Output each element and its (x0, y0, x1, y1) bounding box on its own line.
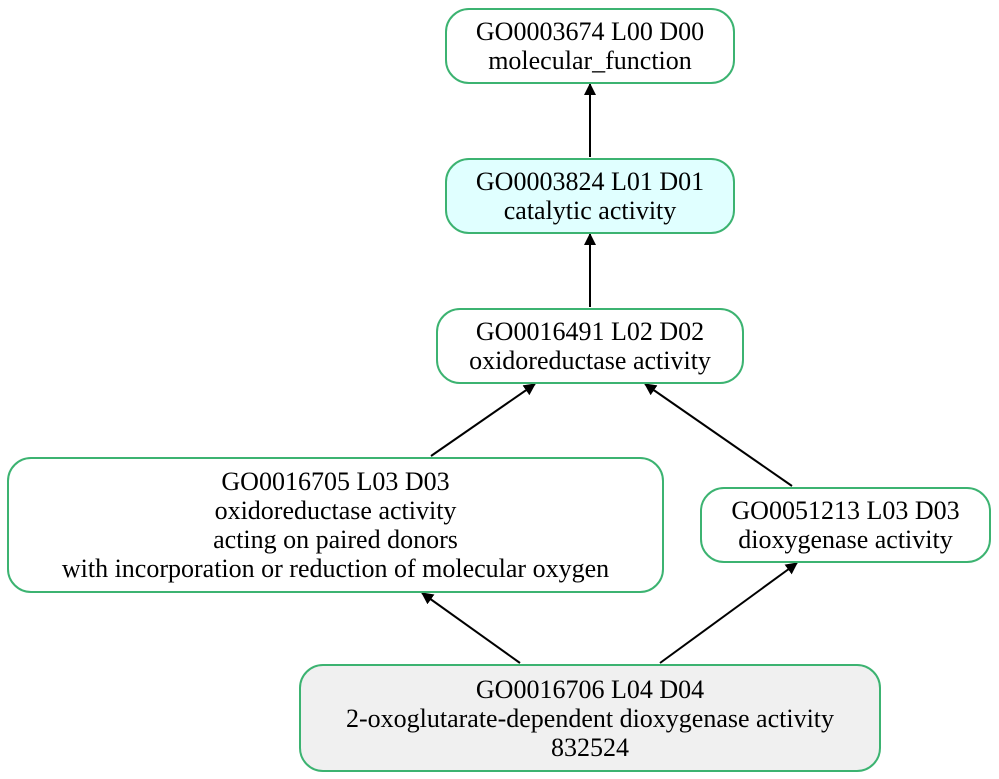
node-term-name: dioxygenase activity (738, 525, 953, 554)
node-term-name-line-3: with incorporation or reduction of molec… (61, 554, 610, 583)
node-oxidoreductase-activity: GO0016491 L02 D02 oxidoreductase activit… (436, 308, 744, 384)
node-id-line: GO0051213 L03 D03 (731, 496, 960, 525)
node-catalytic-activity: GO0003824 L01 D01 catalytic activity (445, 158, 735, 234)
node-id-line: GO0003824 L01 D01 (475, 167, 705, 196)
node-id-line: GO0003674 L00 D00 (475, 17, 705, 46)
node-paired-donors-oxidoreductase: GO0016705 L03 D03 oxidoreductase activit… (7, 457, 664, 593)
node-id-line: GO0016491 L02 D02 (475, 317, 705, 346)
node-2og-dependent-dioxygenase: GO0016706 L04 D04 2-oxoglutarate-depende… (299, 664, 881, 772)
node-molecular-function: GO0003674 L00 D00 molecular_function (445, 8, 735, 84)
edge-2og-to-paired-donors (421, 592, 521, 664)
edge-dioxygenase-to-oxidoreductase (644, 383, 793, 487)
node-term-name-line-1: oxidoreductase activity (214, 496, 457, 525)
node-dioxygenase-activity: GO0051213 L03 D03 dioxygenase activity (700, 487, 991, 563)
node-term-name: catalytic activity (503, 196, 677, 225)
node-id-line: GO0016706 L04 D04 (475, 674, 705, 704)
edge-2og-to-dioxygenase (659, 562, 798, 664)
edge-paired-donors-to-oxidoreductase (430, 383, 536, 457)
node-term-name: 2-oxoglutarate-dependent dioxygenase act… (345, 703, 835, 733)
node-count: 832524 (551, 732, 629, 762)
node-id-line: GO0016705 L03 D03 (221, 467, 450, 496)
node-term-name-line-2: acting on paired donors (213, 525, 458, 554)
node-term-name: oxidoreductase activity (469, 346, 711, 375)
node-term-name: molecular_function (488, 46, 692, 75)
